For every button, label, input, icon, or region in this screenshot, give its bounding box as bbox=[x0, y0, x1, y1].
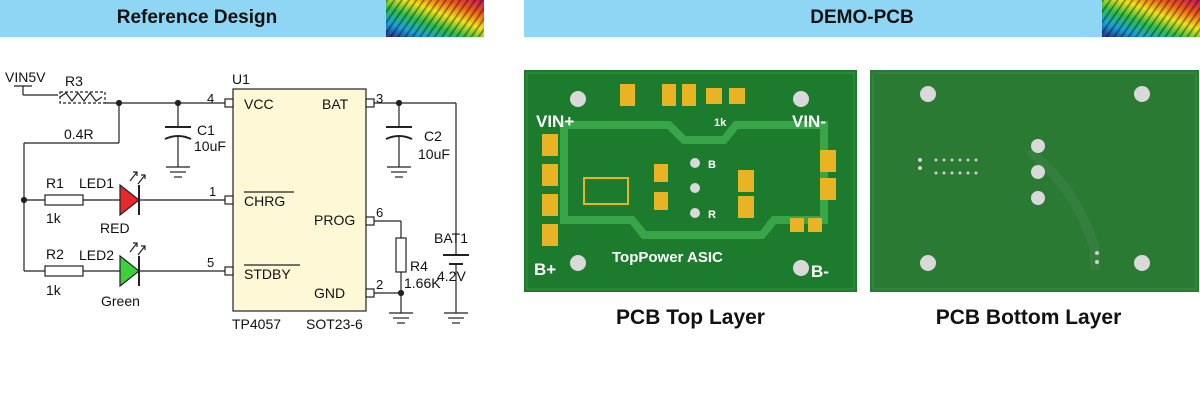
pcb-top-caption: PCB Top Layer bbox=[616, 306, 765, 329]
pcb-bottom-board bbox=[870, 70, 1199, 292]
led1-ref: LED1 bbox=[79, 175, 114, 191]
r4-value: 1.66K bbox=[404, 275, 441, 291]
u1-pin-5: 5 bbox=[207, 255, 214, 270]
led2-color-name: Green bbox=[101, 293, 140, 309]
r4-ref: R4 bbox=[410, 258, 428, 274]
led2-ref: LED2 bbox=[79, 247, 114, 263]
vin-label: VIN5V bbox=[5, 69, 46, 85]
pcb-top-pads bbox=[542, 84, 836, 246]
bat1-ref: BAT1 bbox=[434, 230, 468, 246]
r1-resistor bbox=[44, 194, 84, 206]
r4-resistor bbox=[395, 237, 407, 273]
u1-pin-1: 1 bbox=[209, 184, 216, 199]
u1-pin-2: 2 bbox=[376, 277, 383, 292]
u1-pin-prog-label: PROG bbox=[314, 212, 355, 228]
u1-pin-chrg-label: CHRG bbox=[244, 193, 285, 209]
header-left-title: Reference Design bbox=[116, 7, 278, 28]
header-right-title: DEMO-PCB bbox=[810, 7, 914, 28]
c2-value: 10uF bbox=[418, 146, 450, 162]
c2-ref: C2 bbox=[424, 128, 442, 144]
u1-ref: U1 bbox=[232, 71, 250, 87]
r1-value: 1k bbox=[46, 210, 62, 226]
bat1-value: 4.2V bbox=[437, 268, 466, 284]
pcb-top-1k: 1k bbox=[714, 117, 727, 129]
led2-diode bbox=[119, 254, 140, 288]
c1-ref: C1 bbox=[197, 122, 215, 138]
r3-resistor bbox=[59, 91, 106, 104]
pcb-top-b-plus: B+ bbox=[534, 260, 556, 279]
u1-chip bbox=[232, 88, 367, 312]
pcb-top-led-b: B bbox=[708, 159, 716, 171]
u1-package: SOT23-6 bbox=[306, 316, 363, 332]
r1-ref: R1 bbox=[46, 175, 64, 191]
u1-pin-gnd-label: GND bbox=[314, 285, 345, 301]
pcb-top-vin-plus: VIN+ bbox=[536, 112, 574, 131]
pcb-top-b-minus: B- bbox=[811, 262, 829, 281]
r2-value: 1k bbox=[46, 282, 62, 298]
led1-diode bbox=[119, 183, 140, 217]
r3-ref: R3 bbox=[65, 73, 83, 89]
pcb-top-brand: TopPower ASIC bbox=[612, 249, 723, 266]
r2-resistor bbox=[44, 265, 84, 277]
pcb-top-vin-minus: VIN- bbox=[792, 112, 826, 131]
pcb-top-board: VIN+ VIN- B+ B- TopPower ASIC 1k B R bbox=[524, 70, 857, 292]
rainbow-swatch-left bbox=[386, 0, 484, 37]
header-right-banner bbox=[524, 0, 1200, 37]
u1-pin-vcc-label: VCC bbox=[244, 96, 274, 112]
u1-pin-3: 3 bbox=[376, 91, 383, 106]
u1-pin-4: 4 bbox=[207, 91, 214, 106]
pcb-bottom-caption: PCB Bottom Layer bbox=[935, 306, 1122, 329]
u1-pin-6: 6 bbox=[376, 205, 383, 220]
u1-part: TP4057 bbox=[232, 316, 281, 332]
u1-pin-bat-label: BAT bbox=[322, 96, 349, 112]
rainbow-swatch-right bbox=[1102, 0, 1200, 37]
schematic: VIN5V R3 0.4R C1 10uF R1 1k LED1 RED R2 … bbox=[5, 69, 469, 332]
led1-color-name: RED bbox=[100, 220, 130, 236]
r2-ref: R2 bbox=[46, 246, 64, 262]
c1-value: 10uF bbox=[194, 138, 226, 154]
r3-value: 0.4R bbox=[64, 126, 94, 142]
u1-pin-stdby-label: STDBY bbox=[244, 266, 291, 282]
pcb-top-led-r: R bbox=[708, 209, 716, 221]
